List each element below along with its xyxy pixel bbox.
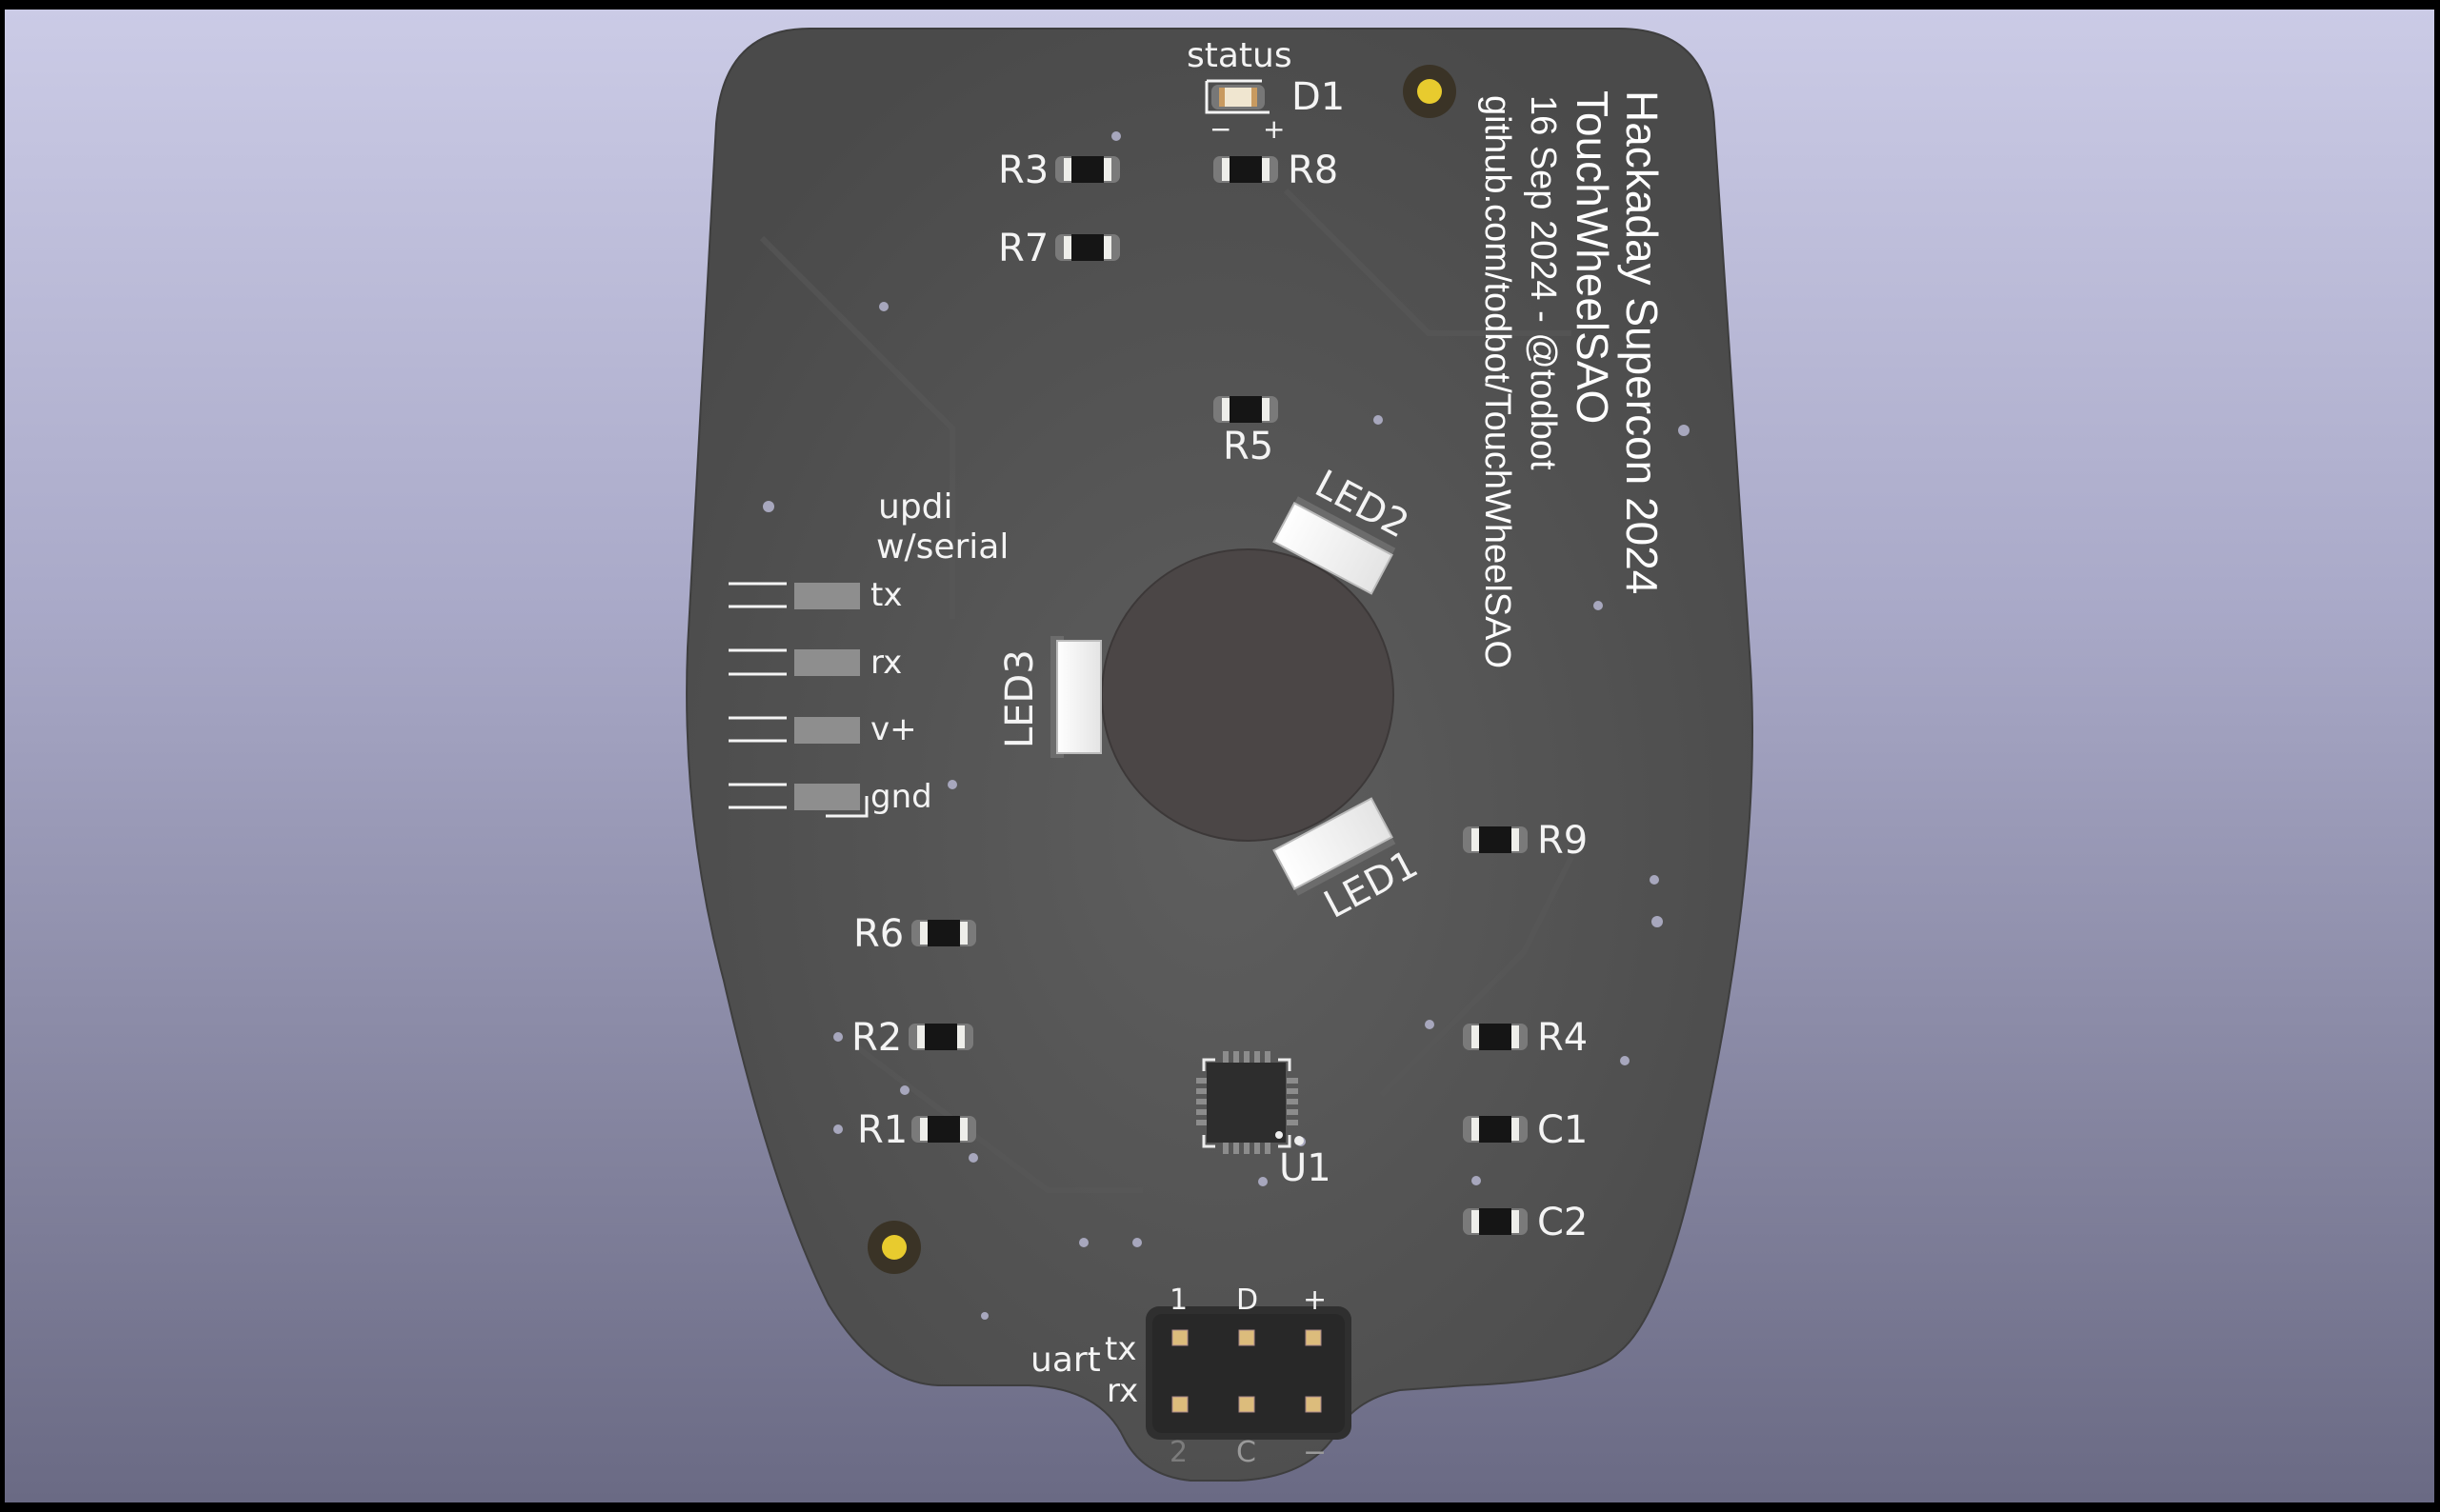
r9-label: R9 xyxy=(1537,819,1588,863)
uart-tx-label: tx xyxy=(1105,1330,1136,1368)
updi-gnd-label: gnd xyxy=(870,778,932,816)
updi-vplus-label: v+ xyxy=(870,710,917,748)
resistor-r7 xyxy=(1055,234,1120,261)
header-pin-1 xyxy=(1171,1329,1189,1346)
header-pin-label-d: D xyxy=(1236,1283,1258,1317)
d1-plus-label: + xyxy=(1263,113,1285,145)
status-label: status xyxy=(1187,36,1292,75)
r6-label: R6 xyxy=(853,912,904,956)
mounting-hole-top xyxy=(1403,65,1456,118)
resistor-r8 xyxy=(1213,156,1278,183)
title-line-project: TouchWheelSAO xyxy=(1568,90,1617,424)
resistor-r6 xyxy=(911,920,976,946)
updi-rx-label: rx xyxy=(870,644,902,682)
u1-label: U1 xyxy=(1279,1146,1331,1190)
resistor-r9 xyxy=(1463,826,1528,853)
updi-pads xyxy=(729,582,869,818)
status-led-d1 xyxy=(1205,79,1270,114)
header-pin-label-2: 2 xyxy=(1170,1436,1188,1469)
led3-label: LED3 xyxy=(998,649,1042,748)
led3-footprint xyxy=(1050,636,1102,758)
uart-label: uart xyxy=(1030,1341,1101,1380)
mounting-hole-bottom xyxy=(868,1221,921,1274)
r3-label: R3 xyxy=(998,149,1049,192)
touch-wheel-pad[interactable] xyxy=(1101,548,1394,842)
c2-label: C2 xyxy=(1537,1201,1588,1244)
header-pin-2 xyxy=(1171,1396,1189,1413)
resistor-r1 xyxy=(911,1116,976,1143)
capacitor-c1 xyxy=(1463,1116,1528,1143)
r2-label: R2 xyxy=(851,1016,902,1060)
r5-label: R5 xyxy=(1223,425,1273,468)
updi-pad-tx xyxy=(729,582,860,609)
header-pin-d xyxy=(1238,1329,1255,1346)
header-pin-plus xyxy=(1305,1329,1322,1346)
resistor-r3 xyxy=(1055,156,1120,183)
d1-minus-label: − xyxy=(1210,113,1231,145)
copper-traces xyxy=(759,188,1574,1193)
w-serial-label: w/serial xyxy=(876,527,1009,567)
u1-chip xyxy=(1196,1051,1304,1154)
sao-header[interactable] xyxy=(1146,1306,1351,1440)
updi-pad-rx xyxy=(729,648,860,676)
updi-tx-label: tx xyxy=(870,576,902,614)
updi-label: updi xyxy=(878,487,953,527)
uart-rx-label: rx xyxy=(1107,1372,1138,1410)
c1-label: C1 xyxy=(1537,1108,1588,1152)
capacitor-c2 xyxy=(1463,1208,1528,1235)
d1-label: D1 xyxy=(1291,75,1345,119)
header-pin-label-plus: + xyxy=(1303,1283,1327,1317)
header-pin-label-1: 1 xyxy=(1170,1283,1188,1317)
led1-footprint xyxy=(1272,797,1396,896)
updi-pad-vplus xyxy=(729,716,860,744)
header-pin-c xyxy=(1238,1396,1255,1413)
title-line-url: github.com/todbot/TouchWheelSAO xyxy=(1477,95,1517,668)
resistor-r5 xyxy=(1213,396,1278,423)
header-pin-label-minus: − xyxy=(1303,1436,1327,1469)
title-line-hackaday: Hackaday Supercon 2024 xyxy=(1617,90,1667,594)
led2-footprint xyxy=(1272,496,1396,595)
r7-label: R7 xyxy=(998,227,1049,270)
updi-pad-gnd xyxy=(729,783,869,818)
r8-label: R8 xyxy=(1288,149,1338,192)
resistor-r2 xyxy=(909,1024,973,1050)
header-pin-minus xyxy=(1305,1396,1322,1413)
r4-label: R4 xyxy=(1537,1016,1588,1060)
resistor-r4 xyxy=(1463,1024,1528,1050)
title-line-date-author: 16 Sep 2024 - @todbot xyxy=(1523,95,1563,470)
header-pin-label-c: C xyxy=(1236,1436,1256,1469)
r1-label: R1 xyxy=(857,1108,908,1152)
